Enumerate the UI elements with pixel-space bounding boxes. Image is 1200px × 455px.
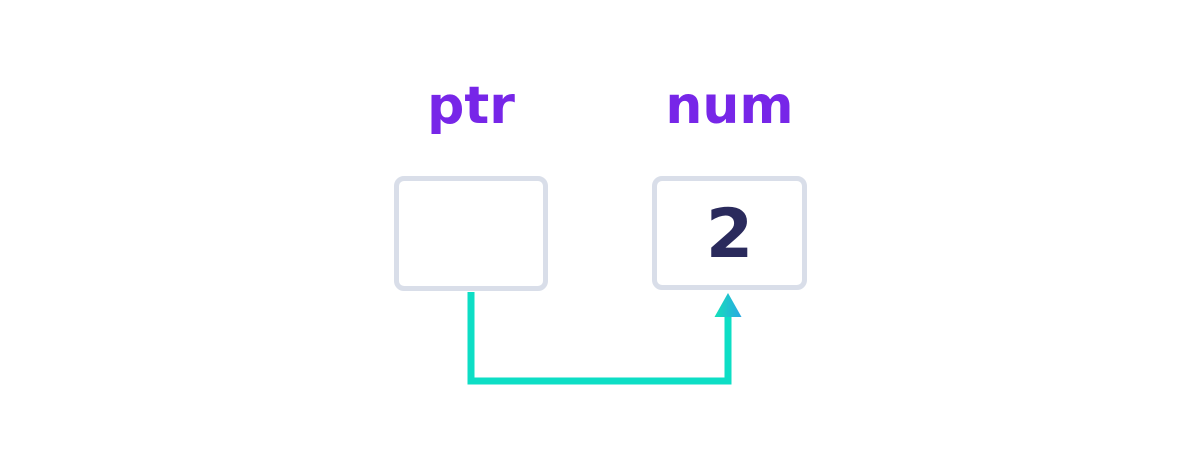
ptr-box [394, 176, 548, 291]
num-label: num [665, 76, 794, 136]
num-value: 2 [705, 195, 754, 274]
ptr-label: ptr [427, 76, 515, 136]
arrow-line [467, 292, 732, 385]
arrow-head [714, 293, 742, 317]
num-box: 2 [652, 176, 807, 290]
